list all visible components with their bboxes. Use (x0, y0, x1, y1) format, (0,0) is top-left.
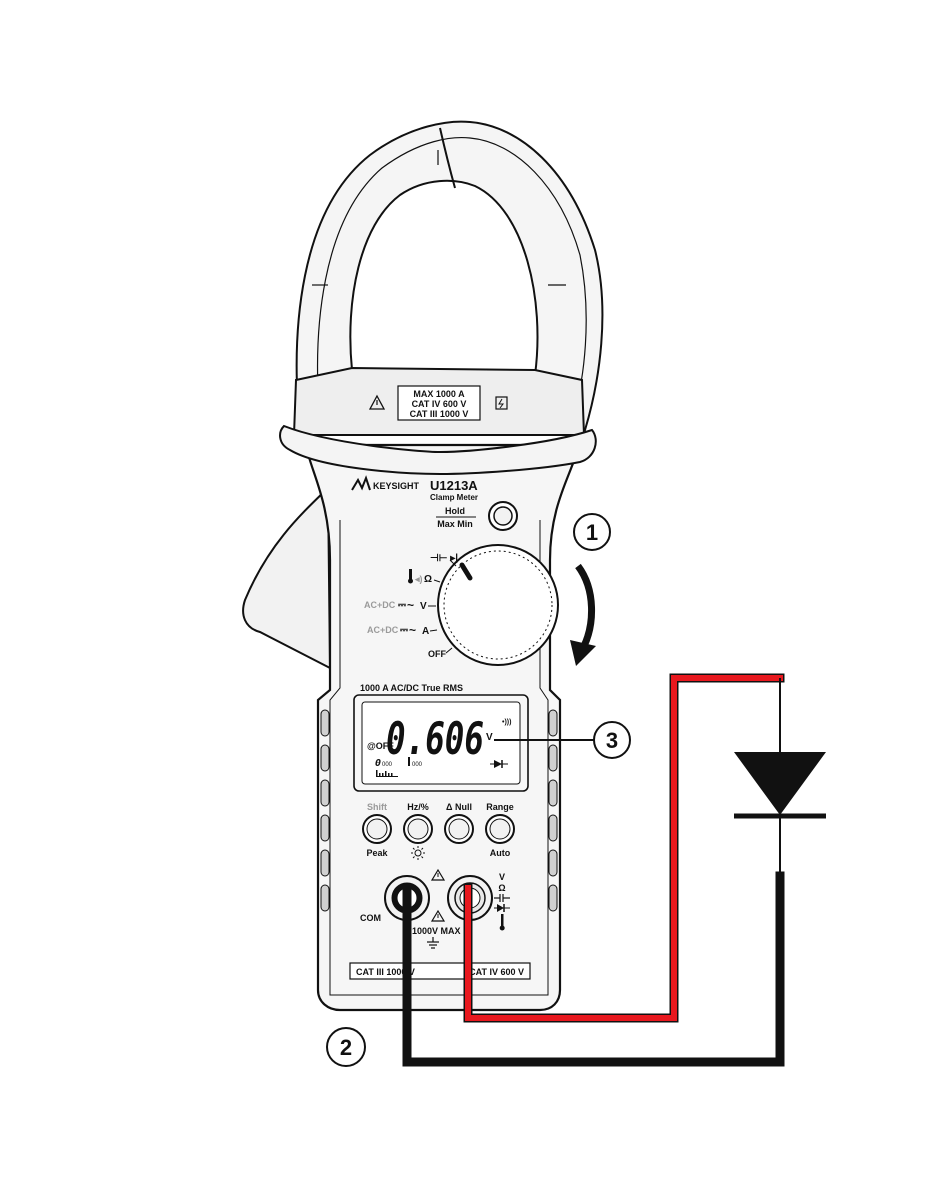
svg-text:2: 2 (340, 1035, 352, 1060)
jaw-label-cat-iv: CAT IV 600 V (412, 399, 467, 409)
hz-label: Hz/% (407, 802, 429, 812)
auto-label: Auto (490, 848, 511, 858)
svg-text:3: 3 (606, 728, 618, 753)
dial-pos-current-prefix: AC+DC (367, 625, 399, 635)
peak-label: Peak (366, 848, 388, 858)
max-voltage-label: 1000V MAX (412, 926, 461, 936)
model-number: U1213A (430, 478, 478, 493)
hz-button[interactable] (404, 815, 432, 843)
brand-name: KEYSIGHT (373, 481, 420, 491)
range-button-label: Range (486, 802, 514, 812)
callout-2: 2 (327, 1028, 365, 1066)
dial-pos-voltage-prefix: AC+DC (364, 600, 396, 610)
null-label: Δ Null (446, 802, 472, 812)
jaw-label-cat-iii: CAT III 1000 V (410, 409, 469, 419)
bottom-label-strip: CAT III 1000 V CAT IV 600 V (350, 963, 530, 979)
jaw-label-max: MAX 1000 A (413, 389, 465, 399)
bottom-label-cat-iv: CAT IV 600 V (469, 967, 524, 977)
svg-text:◂): ◂) (414, 574, 423, 584)
svg-text:⎓: ⎓ (398, 600, 406, 611)
callout-1: 1 (574, 514, 610, 550)
jaw-trigger[interactable] (243, 488, 330, 668)
beeper-icon: •))) (502, 719, 511, 726)
max-min-label: Max Min (437, 519, 473, 529)
dial-pos-current: A (422, 626, 429, 637)
rotation-arrow-icon (570, 566, 596, 666)
hold-label: Hold (445, 506, 465, 516)
lcd-auto-off: @OFF (367, 741, 394, 751)
lcd-sub-b: 000 (412, 762, 423, 768)
lcd-panel: 0.606 V •))) @OFF 0 000 000 (354, 695, 528, 791)
jaw-base: MAX 1000 A CAT IV 600 V CAT III 1000 V (294, 368, 584, 435)
range-label: 1000 A AC/DC True RMS (360, 683, 463, 693)
null-button[interactable] (445, 815, 473, 843)
svg-text:⎓: ⎓ (400, 625, 408, 636)
svg-text:1: 1 (586, 520, 598, 545)
input-symbol-ohm: Ω (498, 883, 505, 893)
hold-button[interactable] (489, 502, 517, 530)
dial-pos-voltage: V (420, 601, 427, 612)
lcd-sub-a: 000 (382, 762, 393, 768)
svg-text:~: ~ (409, 623, 416, 637)
input-symbol-v: V (499, 872, 505, 882)
callout-3: 3 (594, 722, 630, 758)
lcd-unit: V (486, 732, 493, 743)
diode-under-test (734, 678, 826, 876)
lcd-reading: 0.606 (386, 714, 484, 765)
dial-pos-off: OFF (428, 649, 446, 659)
svg-text:~: ~ (407, 598, 414, 612)
dial-pos-ohm: Ω (424, 574, 432, 585)
shift-button[interactable] (363, 815, 391, 843)
dial-pos-cap-diode: ⊣⊢ ▸| (430, 553, 458, 564)
com-label: COM (360, 913, 381, 923)
shift-label: Shift (367, 802, 387, 812)
range-button[interactable] (486, 815, 514, 843)
svg-text:0: 0 (375, 758, 381, 769)
model-subtitle: Clamp Meter (430, 493, 478, 502)
